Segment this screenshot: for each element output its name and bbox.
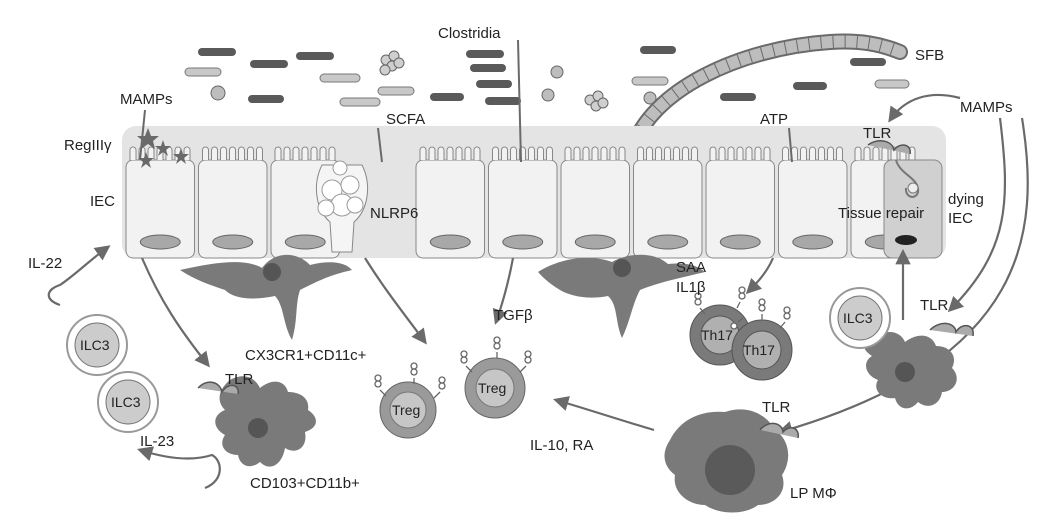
label-clostridia: Clostridia — [438, 25, 501, 42]
right-dendritic-cell — [864, 322, 974, 409]
microvilli — [564, 146, 626, 160]
label-tlr-right: TLR — [920, 297, 949, 314]
microvilli — [202, 146, 263, 160]
label-dying-iec: IEC — [948, 210, 973, 227]
label-th17-a: Th17 — [701, 327, 733, 343]
label-mamps-left: MAMPs — [120, 91, 173, 108]
label-sfb: SFB — [915, 47, 944, 64]
label-atp: ATP — [760, 111, 788, 128]
label-cx3cr1: CX3CR1+CD11c+ — [245, 347, 367, 364]
cell-nucleus — [792, 234, 834, 250]
goblet-cell — [316, 160, 368, 253]
lp-macrophage — [664, 409, 799, 513]
ilc3-cells — [66, 287, 891, 433]
regiii-stars — [137, 128, 189, 168]
label-treg-b: Treg — [478, 380, 506, 396]
arrows — [47, 93, 1029, 490]
epithelial-tlr — [867, 140, 911, 155]
cell-nucleus — [719, 234, 761, 250]
cell-nucleus — [502, 234, 544, 250]
label-lp-macrophage: LP MΦ — [790, 485, 837, 502]
label-nlrp6: NLRP6 — [370, 205, 418, 222]
microvilli — [782, 146, 843, 160]
cell-nucleus — [574, 234, 616, 250]
label-tlr-top: TLR — [863, 125, 892, 142]
cx3cr1-macrophage-middle — [538, 254, 705, 338]
label-th17-b: Th17 — [743, 342, 775, 358]
label-ilc3-c: ILC3 — [843, 310, 873, 326]
microvilli — [637, 146, 698, 160]
label-il10-ra: IL-10, RA — [530, 437, 593, 454]
label-ilc3-a: ILC3 — [80, 337, 110, 353]
label-regiiiy: RegIIIγ — [64, 137, 112, 154]
label-mamps-right: MAMPs — [960, 99, 1013, 116]
label-scfa: SCFA — [386, 111, 425, 128]
epithelium — [122, 126, 946, 259]
label-tgfb: TGFβ — [494, 307, 533, 324]
t-cells — [374, 286, 793, 439]
cell-nucleus — [429, 234, 471, 250]
label-cd103: CD103+CD11b+ — [250, 475, 360, 492]
cd103-dendritic-cell — [197, 376, 316, 467]
label-ilc3-b: ILC3 — [111, 394, 141, 410]
cell-nucleus — [139, 234, 181, 250]
dying-iec-cell — [883, 159, 943, 259]
labels: Clostridia SFB MAMPs MAMPs RegIIIγ SCFA … — [28, 25, 1013, 502]
cell-nucleus — [284, 234, 326, 250]
label-treg-a: Treg — [392, 402, 420, 418]
label-il22: IL-22 — [28, 255, 62, 272]
lumen-bacteria — [184, 46, 910, 112]
cell-nucleus — [647, 234, 689, 250]
label-tissue-repair: Tissue repair — [838, 205, 924, 222]
label-iec: IEC — [90, 193, 115, 210]
microvilli — [709, 146, 771, 160]
label-saa: SAA — [676, 259, 706, 276]
microvilli — [419, 146, 481, 160]
label-il1b: IL1β — [676, 279, 706, 296]
leader-lines — [139, 39, 793, 163]
microvilli — [274, 146, 336, 160]
microvilli — [492, 146, 553, 160]
sfb-filament — [624, 33, 908, 158]
label-dying: dying — [948, 191, 984, 208]
label-tlr-left: TLR — [225, 371, 254, 388]
label-tlr-mac: TLR — [762, 399, 791, 416]
cx3cr1-macrophage-left — [180, 254, 352, 340]
label-il23: IL-23 — [140, 433, 174, 450]
cell-nucleus — [212, 234, 254, 250]
